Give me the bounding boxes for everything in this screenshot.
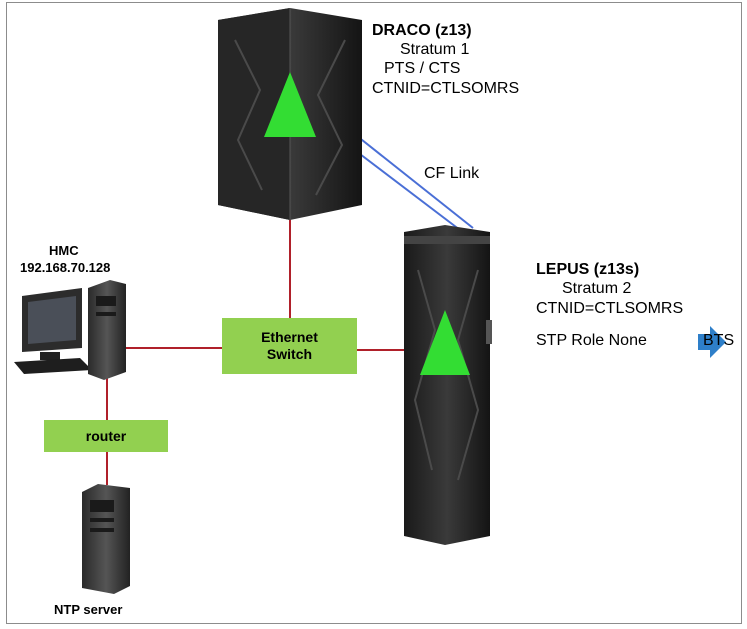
draco-name: DRACO (z13) xyxy=(372,22,472,39)
draco-role: PTS / CTS xyxy=(384,60,461,77)
draco-mainframe xyxy=(218,8,362,220)
role-change-arrow-icon xyxy=(698,326,726,358)
router-box: router xyxy=(44,420,168,452)
ntp-server-label: NTP server xyxy=(54,602,123,617)
hmc-name: HMC xyxy=(49,243,79,258)
cf-link-label: CF Link xyxy=(424,165,480,182)
ethernet-switch-line2: Switch xyxy=(266,346,313,362)
cf-link-lines xyxy=(351,131,474,231)
lepus-ctnid: CTNID=CTLSOMRS xyxy=(536,300,684,317)
draco-green-triangle xyxy=(264,72,316,137)
lepus-name: LEPUS (z13s) xyxy=(536,261,640,278)
hmc-computer xyxy=(14,280,126,380)
lepus-role-to: BTS xyxy=(703,332,735,349)
draco-stratum: Stratum 1 xyxy=(400,41,470,58)
hmc-ip: 192.168.70.128 xyxy=(20,260,111,275)
lepus-role-from: STP Role None xyxy=(536,332,647,349)
ethernet-switch: Ethernet Switch xyxy=(222,318,357,374)
router-label: router xyxy=(85,427,127,444)
lepus-stratum: Stratum 2 xyxy=(562,280,632,297)
ntp-server xyxy=(82,484,130,594)
draco-ctnid: CTNID=CTLSOMRS xyxy=(372,80,520,97)
diagram-frame xyxy=(6,2,742,624)
lepus-green-triangle xyxy=(420,310,470,375)
ethernet-switch-line1: Ethernet xyxy=(261,329,318,345)
ethernet-links xyxy=(106,215,408,485)
lepus-mainframe xyxy=(404,225,492,545)
